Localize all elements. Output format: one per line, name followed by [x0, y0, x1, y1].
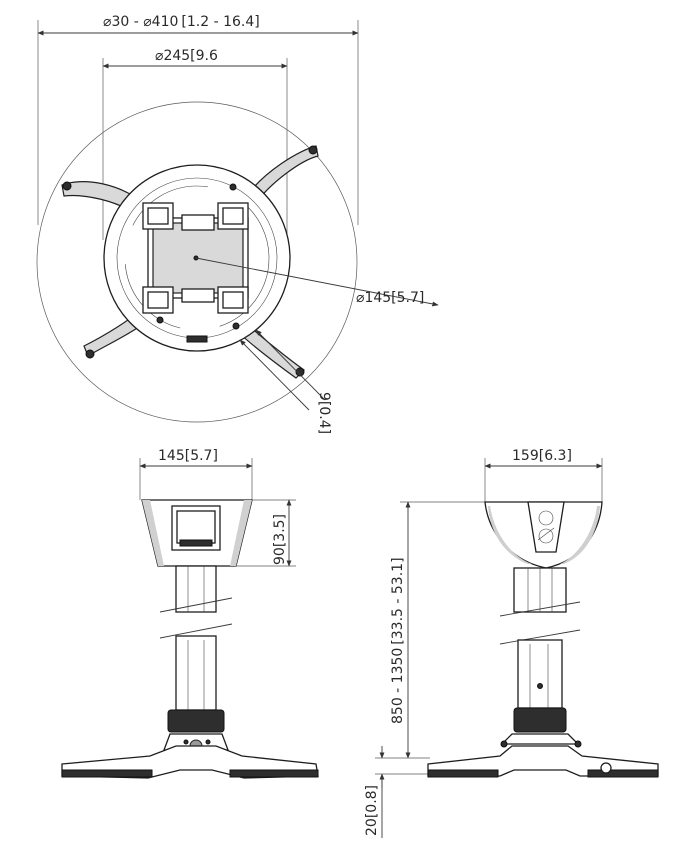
front-view: 145[5.7] 90[3.5] — [61, 448, 319, 779]
side-collar — [513, 707, 567, 733]
dim-diameter-range: ⌀30 - ⌀410[1.2 - 16.4] — [103, 14, 260, 30]
side-view: 159[6.3] — [427, 448, 659, 778]
corner-clamps — [142, 202, 249, 314]
reach-circle — [36, 101, 358, 423]
top-view: ⌀30 - ⌀410[1.2 - 16.4] ⌀245[9.6 — [36, 14, 439, 434]
dim-front-width: 145[5.7] — [158, 448, 218, 464]
dim-drop-length: 850 - 1350[33.5 - 53.1] — [390, 557, 406, 724]
dim-side-width: 159[6.3] — [512, 448, 572, 464]
dim-head-height: 90[3.5] — [272, 514, 288, 565]
dim-foot-height: 20[0.8] — [364, 785, 380, 836]
drop-dimension: 850 - 1350[33.5 - 53.1] 20[0.8] — [364, 501, 485, 838]
dim-arm-width: 9[0.4] — [316, 392, 332, 434]
front-collar — [167, 709, 225, 733]
dim-diameter-145: ⌀145[5.7] — [356, 290, 424, 306]
dim-diameter-245: ⌀245[9.6 — [155, 48, 218, 64]
